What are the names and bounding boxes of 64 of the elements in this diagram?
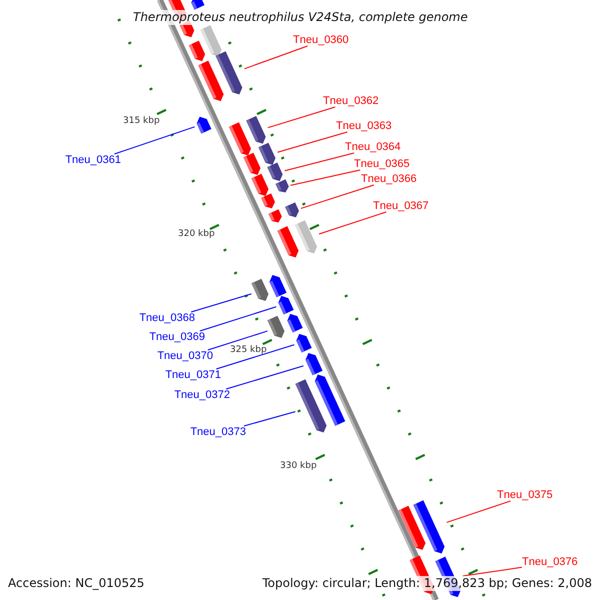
gene-label: Tneu_0367 (373, 200, 429, 212)
leader-line (462, 566, 522, 576)
gene-block (276, 179, 289, 192)
gene-block (196, 116, 212, 134)
gene-block (277, 226, 299, 258)
leader-line (300, 184, 374, 209)
accession-text: Accession: NC_010525 (8, 576, 144, 591)
gene-label: Tneu_0369 (149, 331, 205, 343)
leader-line (216, 344, 295, 370)
scale-label: 320 kbp (178, 229, 215, 239)
gene-label: Tneu_0360 (293, 34, 349, 46)
leader-line (267, 106, 336, 128)
gene-block (267, 162, 283, 182)
leader-line (318, 212, 387, 235)
gene-block (270, 275, 287, 298)
leader-line (226, 365, 304, 390)
leader-line (244, 46, 308, 70)
gene-label: Tneu_0372 (174, 389, 230, 401)
gene-block (267, 316, 284, 338)
gene-label: Tneu_0371 (165, 369, 221, 381)
gene-label: Tneu_0361 (65, 154, 121, 166)
gene-label: Tneu_0364 (345, 141, 401, 153)
scale-label: 325 kbp (230, 345, 267, 355)
gene-block (246, 116, 266, 144)
gene-block (188, 40, 206, 62)
gene-block (294, 220, 317, 254)
gene-label: Tneu_0368 (139, 312, 195, 324)
leader-line (190, 293, 252, 312)
gene-block (258, 142, 276, 165)
gene-block (191, 0, 204, 10)
leader-line (207, 330, 268, 350)
gene-block (243, 152, 260, 175)
gene-block (278, 296, 294, 314)
gene-block (295, 379, 327, 432)
gene-label: Tneu_0363 (336, 120, 392, 132)
gene-label: Tneu_0376 (522, 556, 578, 568)
gene-block (268, 209, 282, 222)
gene-label: Tneu_0365 (354, 158, 410, 170)
leader-line (199, 306, 277, 332)
scale-label: 315 kbp (123, 116, 160, 126)
gene-label: Tneu_0366 (361, 173, 417, 185)
diagram-title: Thermoproteus neutrophilus V24Sta, complete genome (133, 10, 468, 25)
gene-block (251, 278, 268, 301)
leader-line (114, 126, 196, 154)
gene-block (251, 174, 268, 196)
leader-line (243, 411, 296, 426)
gene-label: Tneu_0375 (497, 489, 553, 501)
gene-block (228, 122, 251, 156)
gene-block (306, 353, 323, 376)
leader-line (284, 152, 355, 172)
gene-block (287, 314, 303, 332)
gene-label: Tneu_0362 (323, 95, 379, 107)
gene-block (261, 193, 275, 208)
leader-line (446, 500, 512, 523)
gene-block (296, 334, 312, 352)
gene-label: Tneu_0370 (157, 350, 213, 362)
leader-line (290, 170, 361, 186)
gene-block (198, 60, 224, 102)
genome-summary-text: Topology: circular; Length: 1,769,823 bp; Genes: 2,008 (262, 576, 592, 591)
gene-label: Tneu_0373 (190, 426, 246, 438)
gene-block (285, 202, 299, 218)
leader-line (277, 132, 348, 153)
gene-block (398, 506, 426, 550)
scale-label: 330 kbp (280, 461, 317, 471)
